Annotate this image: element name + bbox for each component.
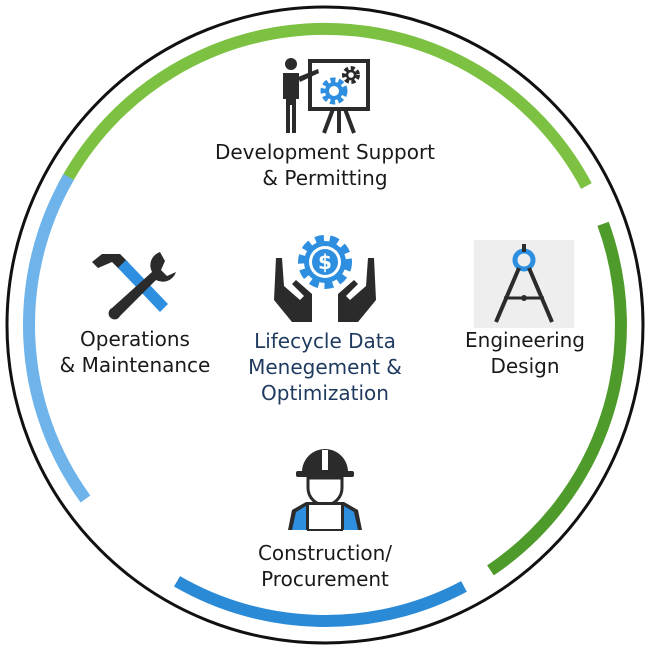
svg-text:$: $ [318,250,332,274]
presentation-gear-icon [278,55,373,137]
label-construction-procurement: Construction/ Procurement [200,540,450,592]
label-operations-maintenance: Operations & Maintenance [40,326,230,378]
hammer-wrench-icon [90,248,178,320]
label-line: Procurement [261,567,389,591]
arc-left-blue [23,174,91,503]
arc-top-green [58,22,592,189]
label-line: Menegement & [248,355,402,379]
arc-right-green [487,221,627,576]
label-line: Lifecycle Data [254,329,396,353]
hands-dollar-gear-icon: $ [270,230,380,326]
outer-ring-border [5,5,645,645]
label-development-support: Development Support & Permitting [185,139,465,191]
label-line: Construction/ [257,541,393,565]
label-line: Optimization [261,381,389,405]
hard-hat-worker-icon [284,444,366,532]
label-line: & Maintenance [59,353,211,377]
label-line: Engineering [465,328,585,352]
label-engineering-design: Engineering Design [440,327,610,379]
arc-bottom-blue [174,576,467,628]
label-line: Operations [80,327,190,351]
label-line: Development Support [214,140,436,164]
label-lifecycle-data: Lifecycle Data Menegement & Optimization [220,328,430,406]
label-line: & Permitting [262,166,388,190]
label-line: Design [490,354,560,378]
drafting-compass-icon [474,240,574,328]
